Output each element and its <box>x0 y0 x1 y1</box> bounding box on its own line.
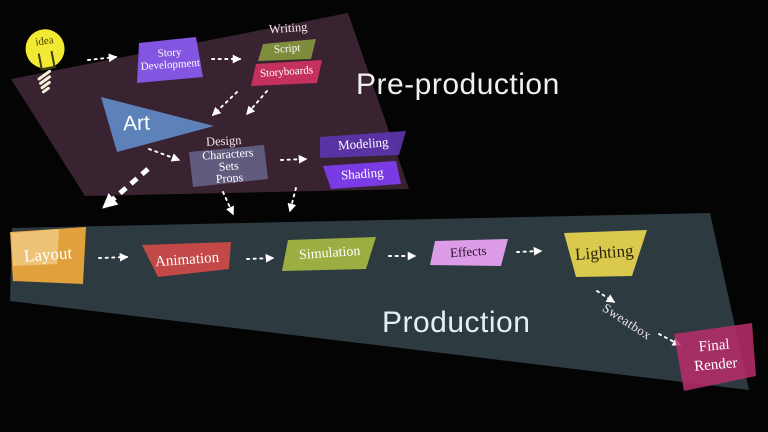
design-box: Characters Sets Props <box>189 145 268 187</box>
layout-highlight <box>11 229 59 266</box>
design-label: Design <box>205 133 242 149</box>
effects-label: Effects <box>449 243 488 261</box>
modeling-label: Modeling <box>337 134 389 153</box>
storyboards-box: Storyboards <box>251 60 322 86</box>
layout-label: Layout <box>23 243 74 266</box>
writing-label: Writing <box>268 19 308 37</box>
lighting-box: Lighting <box>564 230 647 277</box>
idea-bulb-icon: idea <box>20 23 77 95</box>
story-development-box: Story Development <box>137 37 203 83</box>
final-render-label: Final Render <box>693 336 739 375</box>
animation-label: Animation <box>154 249 221 271</box>
lighting-label: Lighting <box>574 240 634 264</box>
art-label: Art <box>122 111 151 136</box>
script-label: Script <box>273 42 301 56</box>
design-items: Characters Sets Props <box>202 145 256 186</box>
bulb-filament-icon <box>37 50 56 71</box>
simulation-box: Simulation <box>282 237 376 271</box>
simulation-label: Simulation <box>298 243 361 264</box>
story-development-label: Story Development <box>140 46 201 74</box>
shading-box: Shading <box>323 161 401 189</box>
effects-box: Effects <box>430 239 508 266</box>
arrow-design-to-production <box>222 191 234 216</box>
production-title: Production <box>382 306 531 339</box>
layout-box: Layout <box>10 227 86 284</box>
script-box: Script <box>258 39 316 61</box>
preproduction-title: Pre-production <box>356 68 560 101</box>
storyboards-label: Storyboards <box>259 63 314 80</box>
shading-label: Shading <box>340 165 384 183</box>
